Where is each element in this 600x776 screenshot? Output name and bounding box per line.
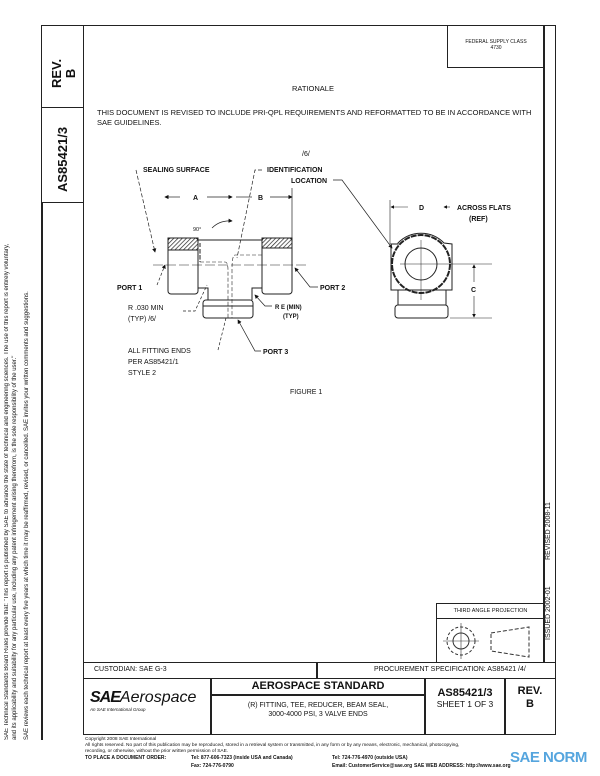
rev-label-title: REV. <box>517 685 543 697</box>
port3-label: PORT 3 <box>263 349 288 356</box>
sheet-number: SHEET 1 OF 3 <box>436 699 494 709</box>
dim-b: B <box>258 195 263 202</box>
doc-number: AS85421/3 <box>437 687 493 699</box>
dim-c: C <box>471 287 476 294</box>
rev-value-title: B <box>526 698 534 710</box>
identification-label: IDENTIFICATION <box>267 167 322 174</box>
across-flats-label: ACROSS FLATS <box>457 205 511 212</box>
ref-label: (REF) <box>469 216 488 223</box>
rationale-title: RATIONALE <box>292 84 334 93</box>
rationale-text: THIS DOCUMENT IS REVISED TO INCLUDE PRI-… <box>97 108 532 127</box>
tel-us: Tel: 877-606-7323 (inside USA and Canada… <box>191 755 293 761</box>
ends-note-2: PER AS85421/1 <box>128 359 179 366</box>
re-min-label: R E (MIN) <box>275 305 302 311</box>
tee-fitting-end-view <box>389 200 492 319</box>
federal-supply-code: 4730 <box>490 45 502 51</box>
fax: Fax: 724-776-0790 <box>191 763 234 769</box>
dim-a: A <box>193 195 198 202</box>
email[interactable]: Email: CustomerService@sae.org <box>332 763 413 769</box>
rights-text-2: recording, or otherwise, without the pri… <box>85 749 229 754</box>
custodian-row: CUSTODIAN: SAE G-3 PROCUREMENT SPECIFICA… <box>83 662 556 679</box>
projection-box: THIRD ANGLE PROJECTION <box>436 603 544 663</box>
web-address[interactable]: SAE WEB ADDRESS: http://www.sae.org <box>414 763 511 769</box>
sae-aerospace-logo: SAEAerospace An SAE International Group <box>90 689 196 712</box>
right-strip-line <box>543 25 545 663</box>
angle-label: 90° <box>193 227 201 233</box>
sae-norm-watermark: SAE NORM <box>510 749 587 766</box>
left-frame-line <box>41 203 43 740</box>
logo-aerospace: Aerospace <box>119 689 197 706</box>
re-typ-label: (TYP) <box>283 314 299 320</box>
title-block: SAEAerospace An SAE International Group … <box>83 678 556 735</box>
projection-label: THIRD ANGLE PROJECTION <box>437 604 544 619</box>
description-line-1: (R) FITTING, TEE, REDUCER, BEAM SEAL, <box>247 702 389 709</box>
federal-supply-class: FEDERAL SUPPLY CLASS <box>465 39 527 45</box>
logo-sae: SAE <box>90 689 121 706</box>
radius-min-label: R .030 MIN <box>128 305 163 312</box>
tel-intl: Tel: 724-776-4970 (outside USA) <box>332 755 408 761</box>
standard-title: AEROSPACE STANDARD <box>251 680 385 692</box>
tee-fitting-side-view <box>153 237 306 319</box>
dim-d: D <box>419 205 424 212</box>
logo-tagline: An SAE International Group <box>90 707 146 712</box>
leader-lines <box>135 169 393 352</box>
location-label: LOCATION <box>291 178 327 185</box>
port1-label: PORT 1 <box>117 285 142 292</box>
description-line-2: 3000-4000 PSI, 3 VALVE ENDS <box>268 711 368 718</box>
third-angle-projection-icon <box>443 623 530 659</box>
federal-supply-box: FEDERAL SUPPLY CLASS 4730 <box>447 25 544 68</box>
sealing-surface-label: SEALING SURFACE <box>143 167 210 174</box>
custodian: CUSTODIAN: SAE G-3 <box>94 666 167 673</box>
copyright: Copyright 2008 SAE International <box>85 737 157 742</box>
procurement-spec: PROCUREMENT SPECIFICATION: AS85421 /4/ <box>374 666 526 673</box>
ends-note-1: ALL FITTING ENDS <box>128 348 191 355</box>
figure-caption: FIGURE 1 <box>290 389 322 396</box>
ends-note-3: STYLE 2 <box>128 370 156 377</box>
order-label: TO PLACE A DOCUMENT ORDER: <box>85 755 167 761</box>
rights-text: All rights reserved. No part of this pub… <box>85 743 460 748</box>
port2-label: PORT 2 <box>320 285 345 292</box>
note-ref: /6/ <box>302 151 310 158</box>
radius-typ-label: (TYP) /6/ <box>128 316 156 323</box>
